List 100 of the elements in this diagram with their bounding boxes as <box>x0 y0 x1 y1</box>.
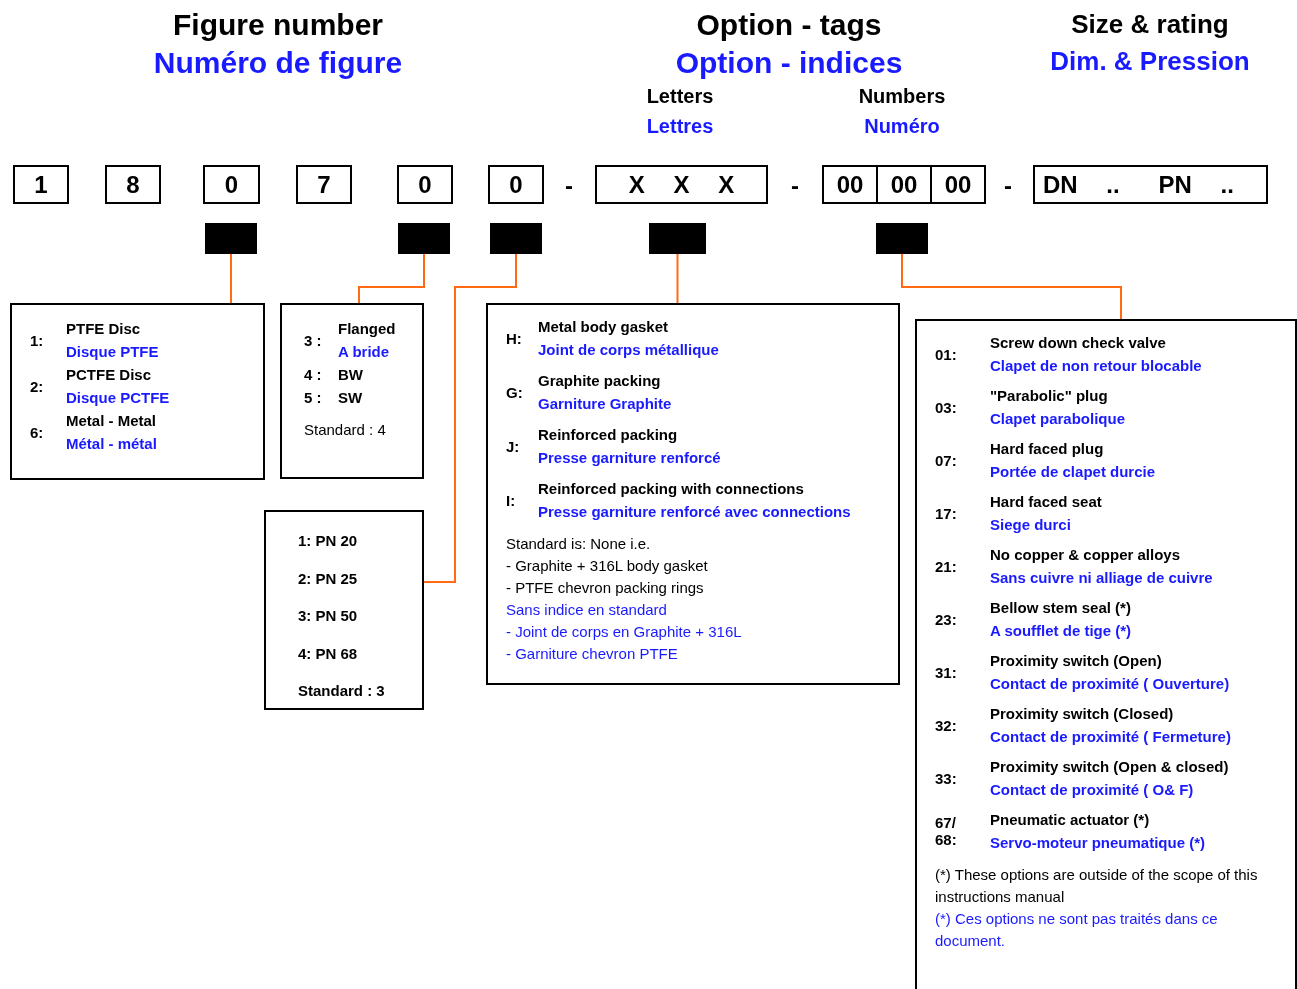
code-character: 0 <box>417 169 433 200</box>
heading-translation: Dim. & Pression <box>1050 46 1250 77</box>
option-text: PTFE Disc <box>66 319 141 339</box>
option-translation: Siege durci <box>990 515 1071 535</box>
separator-dash: - <box>1004 172 1012 200</box>
option-translation: Joint de corps métallique <box>538 340 719 360</box>
option-box <box>10 303 265 480</box>
code-box <box>296 165 352 204</box>
marker-bar <box>876 223 928 254</box>
option-code: 5 : <box>304 389 322 406</box>
option-code: I: <box>506 491 516 509</box>
column-label: Numéro <box>864 115 940 138</box>
option-code: 01: <box>935 345 957 363</box>
option-code: 31: <box>935 663 957 681</box>
option-translation: Sans cuivre ni alliage de cuivre <box>990 568 1213 588</box>
code-box <box>1033 165 1268 204</box>
code-character: 1 <box>33 169 49 200</box>
marker-bar <box>490 223 542 254</box>
note-text: Standard is: None i.e. <box>506 534 651 554</box>
option-code: G: <box>506 383 523 401</box>
rating-option: 3: PN 50 <box>298 597 358 635</box>
option-translation: Métal - métal <box>66 434 157 454</box>
marker-bar <box>398 223 450 254</box>
option-text: Proximity switch (Open) <box>990 651 1162 671</box>
option-text: Pneumatic actuator (*) <box>990 810 1150 830</box>
option-code: 1: <box>30 331 44 349</box>
option-translation: Clapet parabolique <box>990 409 1126 429</box>
option-text: Metal - Metal <box>66 411 156 431</box>
option-translation: Contact de proximité ( O& F) <box>990 780 1194 800</box>
option-text: Reinforced packing <box>538 425 678 445</box>
option-text: "Parabolic" plug <box>990 386 1108 406</box>
note-text: Sans indice en standard <box>506 600 667 620</box>
separator-dash: - <box>565 172 573 200</box>
note-text: - Graphite + 316L body gasket <box>506 556 708 576</box>
heading-translation: Option - indices <box>675 46 903 80</box>
option-translation: A bride <box>338 342 390 362</box>
option-code: 3 : <box>304 331 322 349</box>
option-box <box>264 510 424 710</box>
option-box <box>915 319 1297 989</box>
option-text: Proximity switch (Open & closed) <box>990 757 1229 777</box>
connector-line <box>676 253 679 304</box>
code-character: 00 <box>835 169 865 200</box>
code-box <box>203 165 260 204</box>
note-text: (*) These options are outside of the scope of this instructions manual <box>935 865 1259 907</box>
option-box <box>280 303 424 479</box>
rating-option: 4: PN 68 <box>298 634 358 672</box>
option-code: 03: <box>935 398 957 416</box>
rating-option: 1: PN 20 <box>298 522 358 560</box>
option-code: 07: <box>935 451 957 469</box>
option-code: 6: <box>30 423 44 441</box>
code-box <box>595 165 768 204</box>
option-text: Proximity switch (Closed) <box>990 704 1174 724</box>
option-text: Bellow stem seal (*) <box>990 598 1131 618</box>
option-code: 21: <box>935 557 957 575</box>
option-code: 4 : <box>304 366 322 383</box>
code-box <box>13 165 69 204</box>
option-text: Reinforced packing with connections <box>538 479 804 499</box>
connector-line <box>901 253 1122 320</box>
option-text: Screw down check valve <box>990 333 1166 353</box>
option-code: 23: <box>935 610 957 628</box>
code-character: X X X <box>627 169 736 200</box>
option-text: Metal body gasket <box>538 317 669 337</box>
code-box <box>105 165 161 204</box>
code-character: 0 <box>508 169 524 200</box>
option-code: 67/ 68: <box>935 814 958 848</box>
heading: Option - tags <box>696 8 882 42</box>
option-code: 33: <box>935 769 957 787</box>
option-translation: Disque PCTFE <box>66 388 170 408</box>
option-translation: Contact de proximité ( Fermeture) <box>990 727 1231 747</box>
code-character: 00 <box>876 167 930 202</box>
option-text: Flanged <box>338 319 396 339</box>
note-text: Standard : 4 <box>304 420 386 440</box>
option-code: 17: <box>935 504 957 522</box>
note-text: - PTFE chevron packing rings <box>506 578 704 598</box>
option-translation: Disque PTFE <box>66 342 159 362</box>
rating-option: Standard : 3 <box>298 672 385 710</box>
code-character: 7 <box>316 169 332 200</box>
option-code: 2: <box>30 377 44 395</box>
marker-bar <box>205 223 257 254</box>
note-text: - Joint de corps en Graphite + 316L <box>506 622 742 642</box>
option-text: Hard faced plug <box>990 439 1104 459</box>
separator-dash: - <box>791 172 799 200</box>
code-box <box>488 165 544 204</box>
option-translation: Servo-moteur pneumatique (*) <box>990 833 1206 853</box>
code-box <box>397 165 453 204</box>
option-text: BW <box>338 365 363 385</box>
note-text: (*) Ces options ne sont pas traités dans ce document. <box>935 909 1219 951</box>
heading-translation: Numéro de figure <box>153 46 403 80</box>
option-translation: Clapet de non retour blocable <box>990 356 1202 376</box>
code-box <box>822 165 986 204</box>
connector-line <box>358 253 425 304</box>
option-code: J: <box>506 437 520 455</box>
option-text: PCTFE Disc <box>66 365 152 385</box>
code-character: PN .. <box>1157 169 1235 200</box>
option-translation: Presse garniture renforcé <box>538 448 721 468</box>
heading: Figure number <box>173 8 383 42</box>
code-character: 00 <box>930 167 984 202</box>
option-translation: Contact de proximité ( Ouverture) <box>990 674 1230 694</box>
option-text: Graphite packing <box>538 371 661 391</box>
code-character: 0 <box>223 169 240 200</box>
